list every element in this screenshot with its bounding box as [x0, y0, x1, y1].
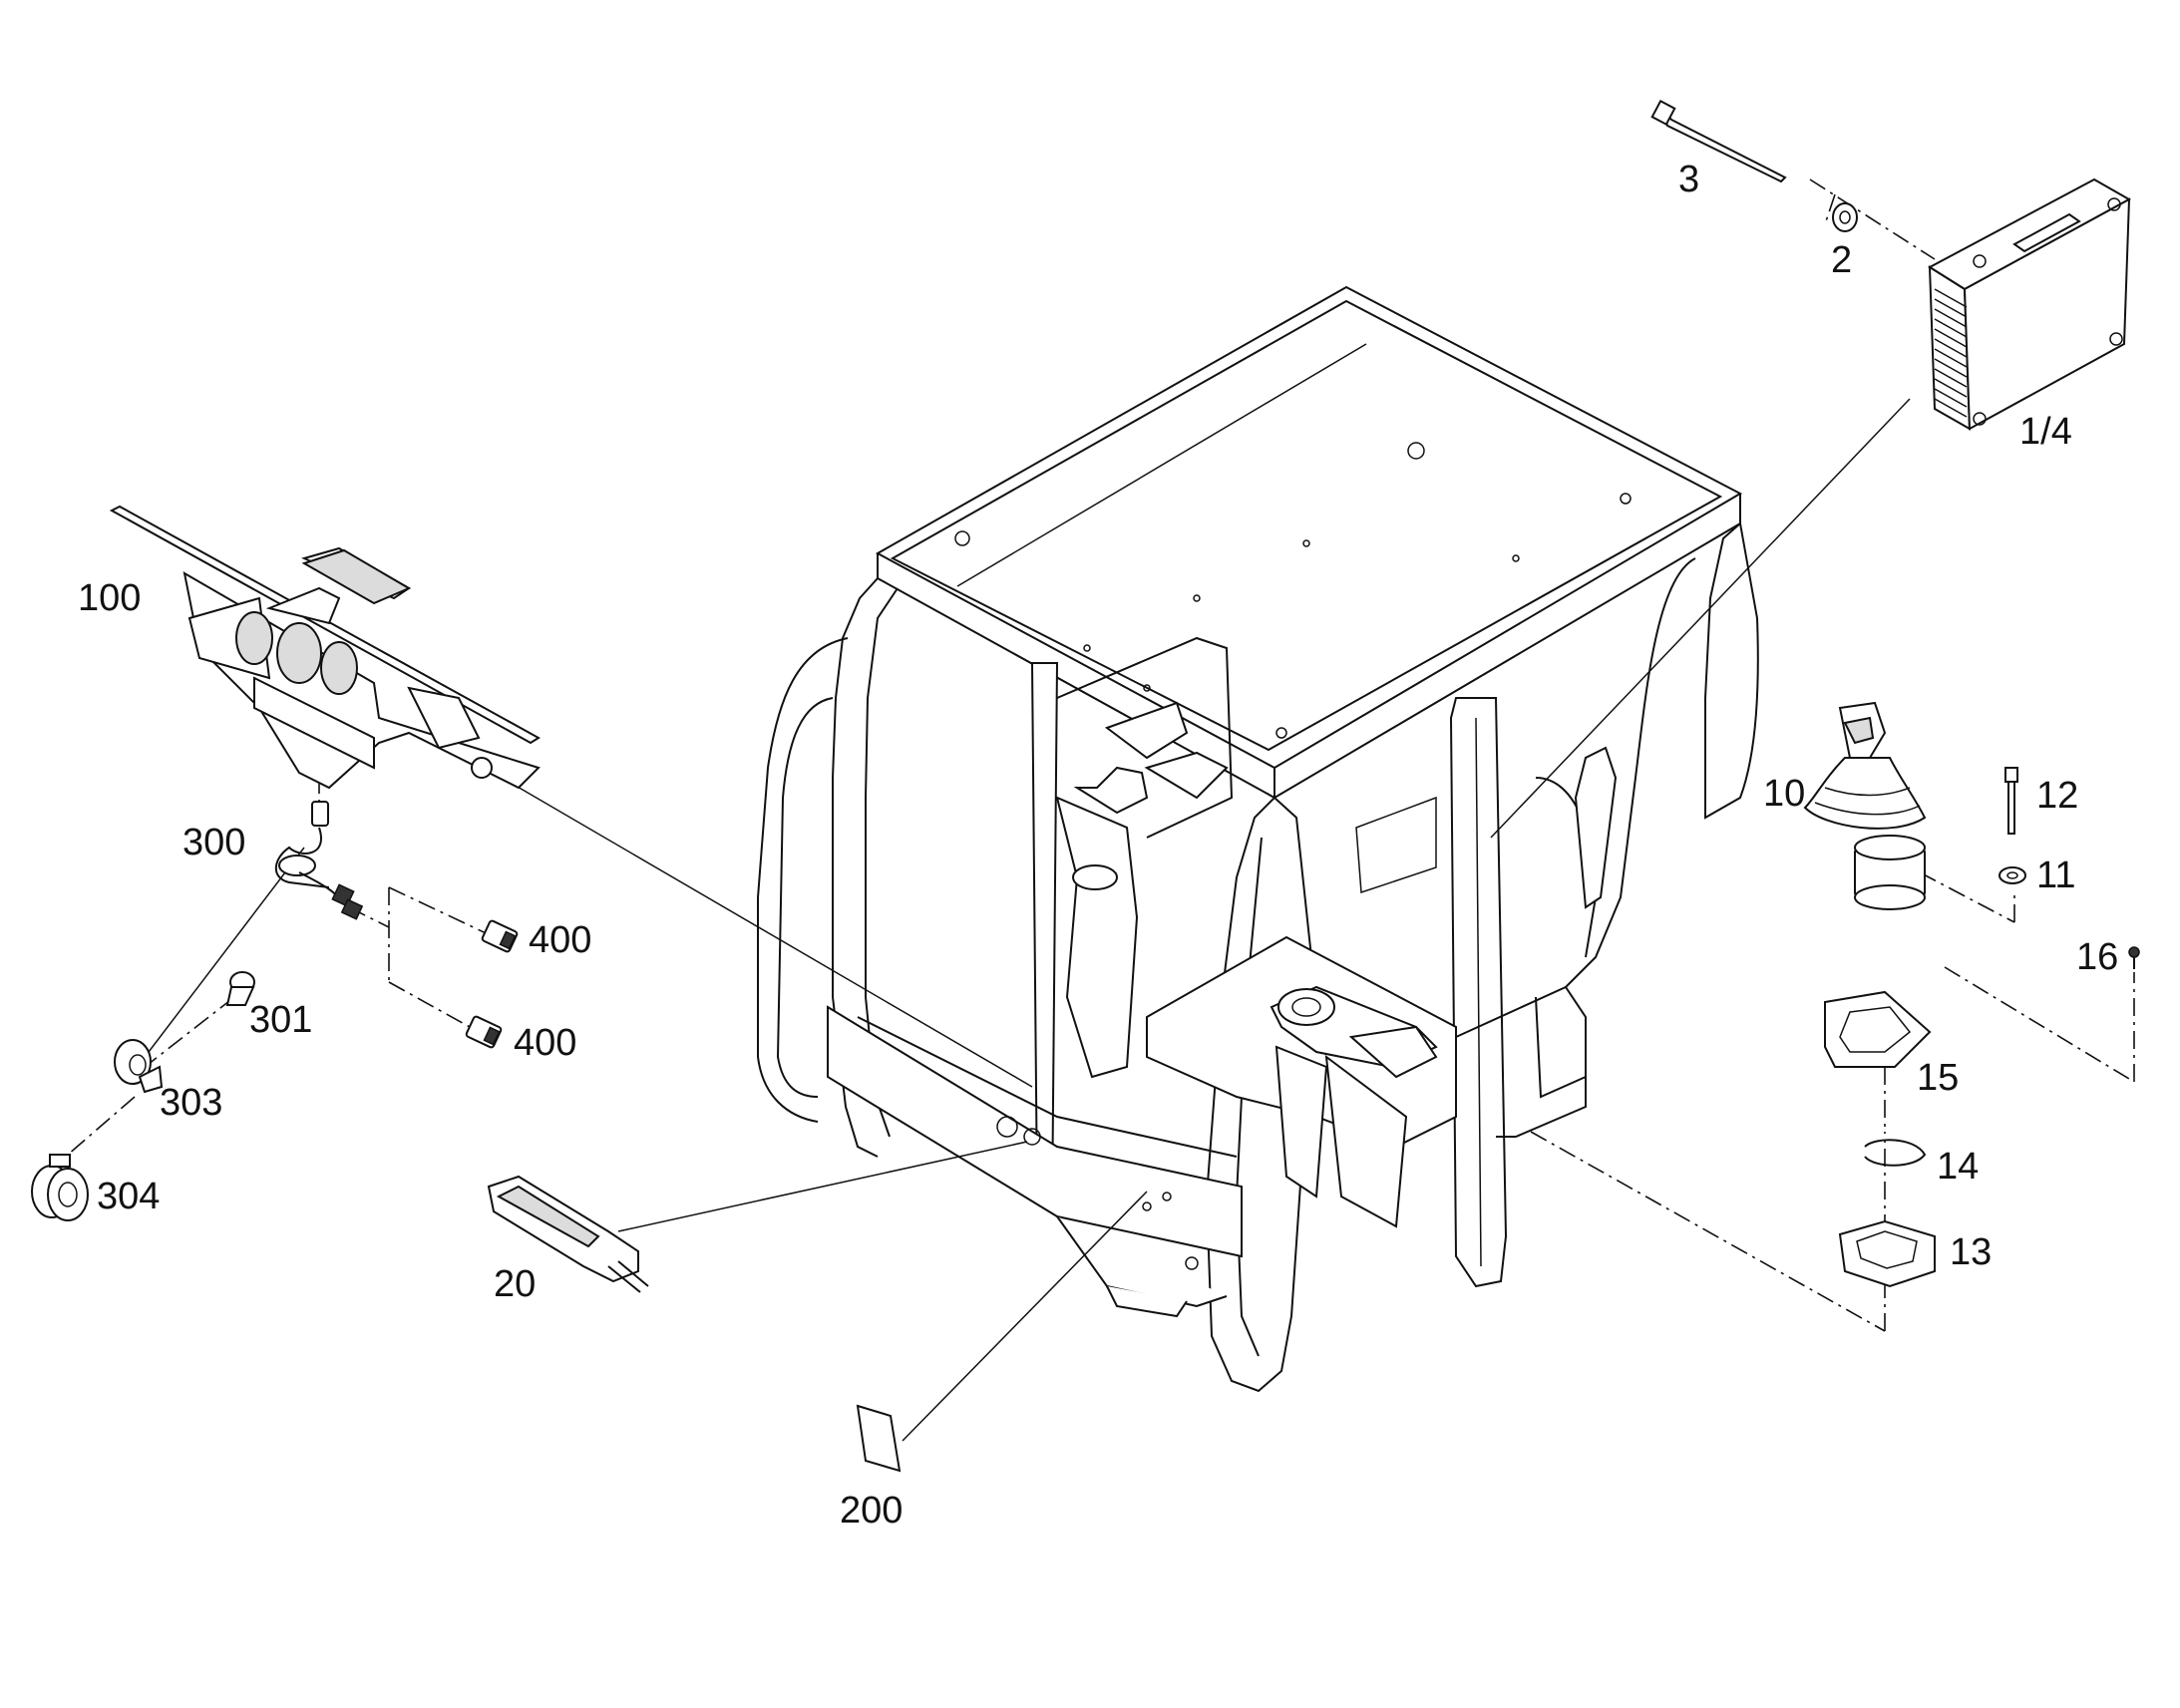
callout-300: 300 [182, 822, 245, 863]
joystick-part-10 [1803, 701, 1927, 910]
washer-part-2 [1832, 202, 1858, 232]
bolt-part-12 [2004, 767, 2018, 835]
control-unit-part-1-4 [1928, 177, 2132, 431]
callout-15: 15 [1917, 1057, 1959, 1099]
clip-part-303 [114, 1039, 164, 1094]
callout-400-upper: 400 [529, 919, 591, 961]
component-part-20 [487, 1175, 649, 1293]
callout-100: 100 [78, 577, 141, 619]
callout-labels: 3 2 1/4 100 300 400 301 400 303 304 20 2… [78, 159, 2118, 1532]
callout-20: 20 [494, 1263, 536, 1305]
callout-14: 14 [1937, 1146, 1979, 1188]
connector-part-400-upper [481, 919, 519, 953]
callout-11: 11 [2036, 854, 2075, 896]
plate-part-15 [1824, 990, 1932, 1068]
callout-301: 301 [249, 999, 312, 1041]
screw-part-301 [225, 971, 255, 1006]
callout-400-lower: 400 [514, 1022, 576, 1064]
callout-303: 303 [160, 1082, 222, 1124]
callout-10: 10 [1763, 773, 1805, 815]
boot-part-13 [1838, 1219, 1936, 1288]
callout-12: 12 [2036, 775, 2078, 817]
callout-16: 16 [2076, 936, 2118, 978]
callout-1-4: 1/4 [2019, 411, 2072, 453]
pedal-assembly-part-100 [109, 505, 541, 790]
cab-frame [757, 285, 1759, 1393]
washer-part-11 [1998, 866, 2026, 884]
bolt-part-3 [1650, 99, 1787, 183]
callout-304: 304 [97, 1176, 160, 1217]
harness-part-300 [274, 801, 364, 920]
callout-2: 2 [1831, 239, 1852, 281]
screw-part-16 [2128, 946, 2140, 969]
plate-part-200 [856, 1404, 902, 1473]
callout-200: 200 [840, 1490, 903, 1532]
callout-13: 13 [1950, 1231, 1992, 1273]
callout-3: 3 [1678, 159, 1699, 200]
ring-part-14 [1864, 1139, 1927, 1167]
connector-part-400-lower [465, 1015, 503, 1049]
clip-part-304 [31, 1154, 89, 1221]
